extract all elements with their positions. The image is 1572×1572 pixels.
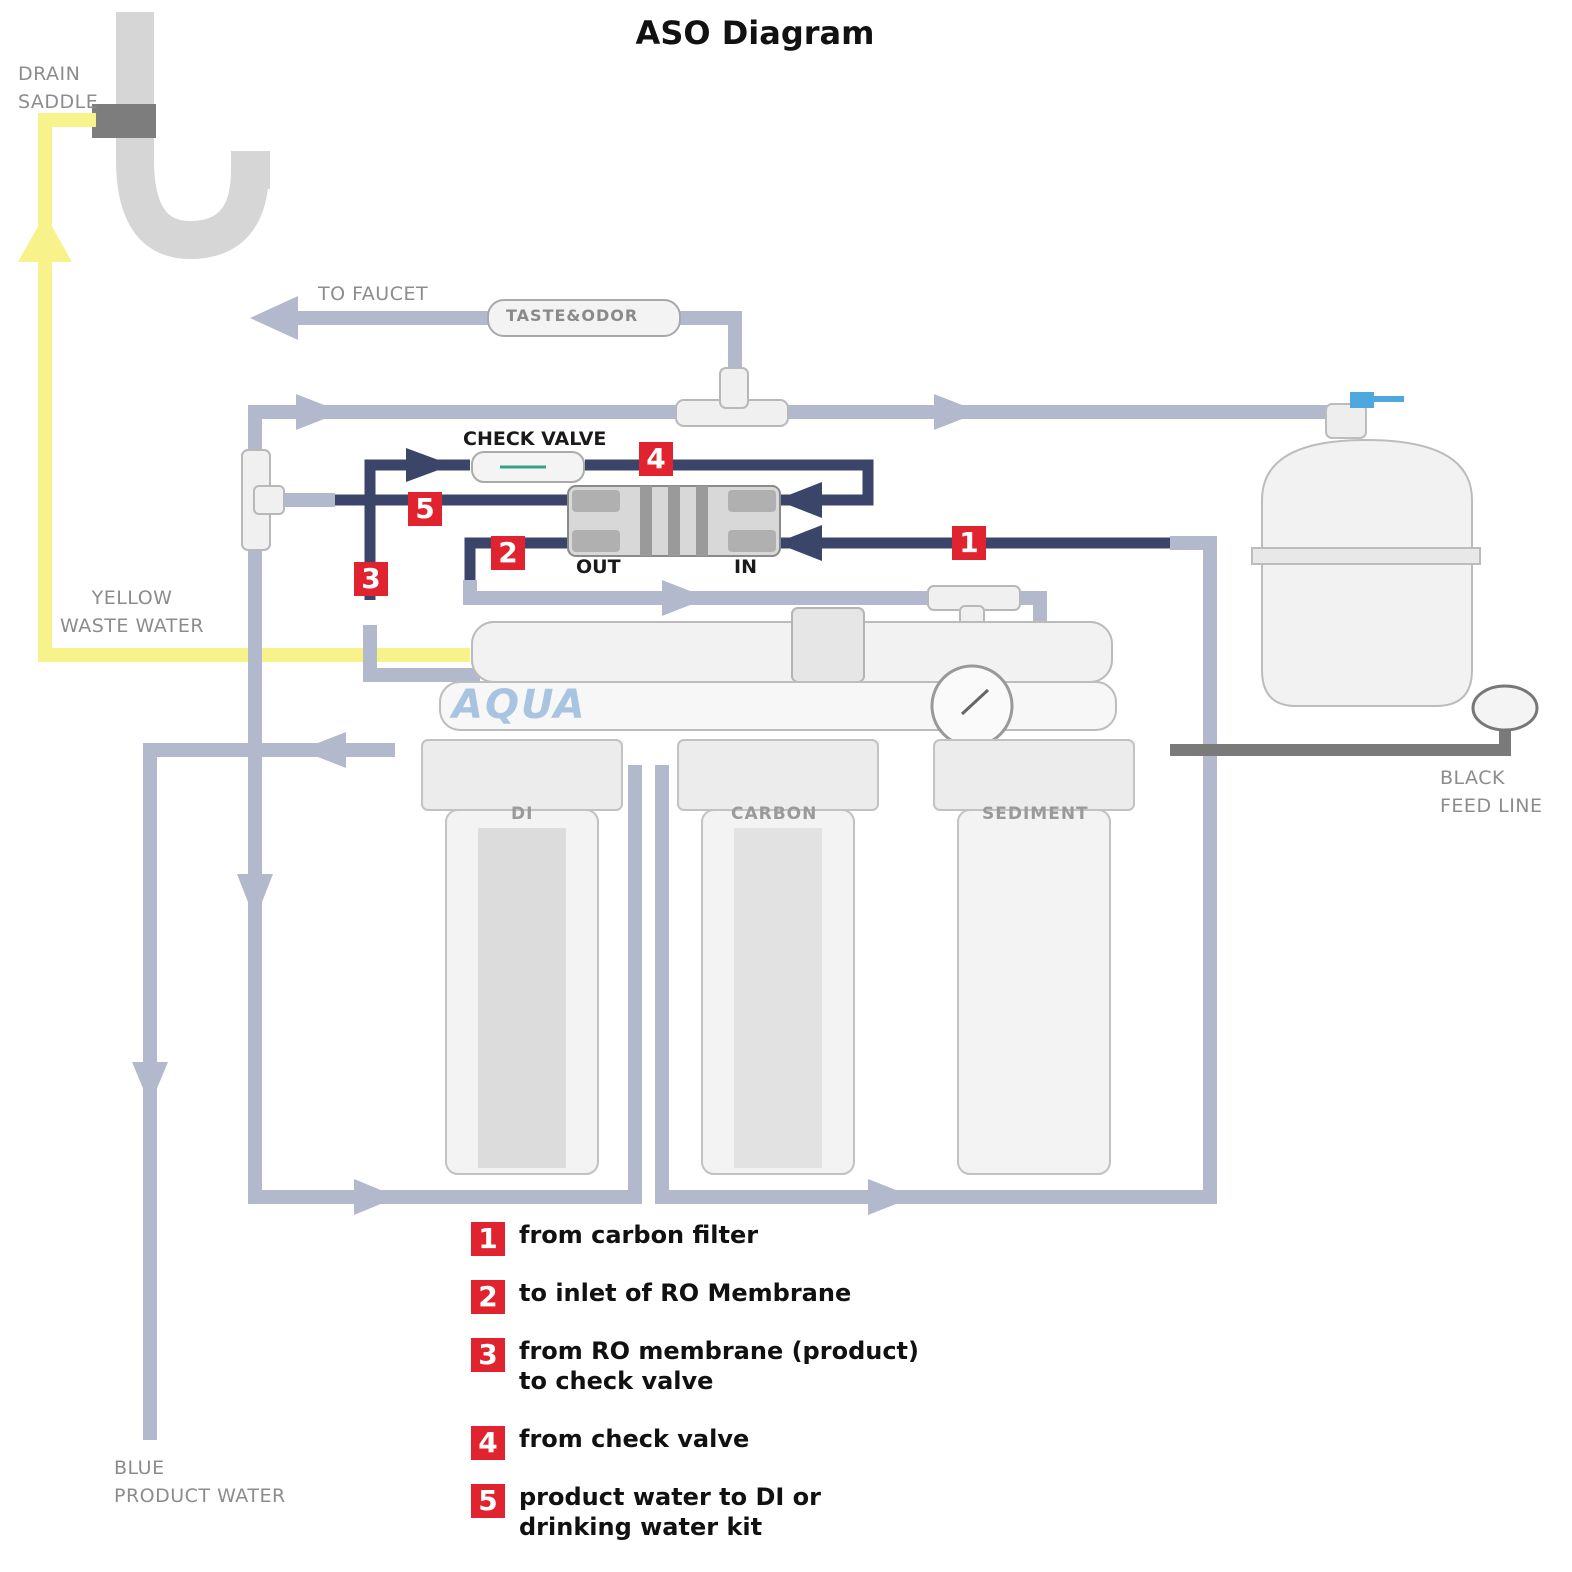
diagram-title: ASO Diagram [635,14,875,52]
check-valve-label: CHECK VALVE [463,428,607,450]
filter-canisters [421,739,1135,1175]
ro-manifold [567,485,781,557]
marker-4: 4 [639,442,673,476]
pressure-gauge [930,664,1014,748]
legend-badge: 4 [471,1426,505,1460]
flow-arrows [132,296,980,1215]
dark-arrows [406,448,822,561]
sediment-canister [933,739,1135,1175]
marker-3: 3 [354,562,388,596]
carbon-canister [677,739,879,1175]
aqua-brand-logo: AQUA [452,682,587,728]
to-faucet-label: TO FAUCET [318,283,429,305]
legend-text: from RO membrane (product) to check valv… [519,1337,919,1395]
blue-product-label: BLUE PRODUCT WATER [114,1457,286,1507]
marker-2: 2 [491,536,525,570]
di-canister [421,739,623,1175]
in-label: IN [734,556,757,578]
sediment-filter-label: SEDIMENT [982,804,1089,824]
legend-text: product water to DI or drinking water ki… [519,1483,821,1541]
drain-pipe [92,12,270,260]
taste-odor-filter [487,299,681,337]
legend-badge: 2 [471,1280,505,1314]
feed-saddle-valve [1471,684,1539,732]
drain-saddle-clamp [92,104,156,138]
carbon-filter-label: CARBON [731,804,818,824]
legend-text: to inlet of RO Membrane [519,1279,852,1307]
drain-saddle-label: DRAIN SADDLE [18,63,99,113]
storage-tank [1251,392,1481,707]
marker-1: 1 [952,526,986,560]
legend-text: from check valve [519,1425,750,1453]
di-filter-label: DI [511,804,534,824]
legend-badge: 3 [471,1338,505,1372]
check-valve [471,451,585,483]
legend-badge: 1 [471,1222,505,1256]
yellow-waste-label: YELLOW WASTE WATER [60,587,205,637]
legend-badge: 5 [471,1484,505,1518]
taste-odor-label: TASTE&ODOR [506,306,639,325]
black-feed-label: BLACK FEED LINE [1440,767,1543,817]
marker-5: 5 [408,492,442,526]
legend-text: from carbon filter [519,1221,759,1249]
out-label: OUT [576,556,621,578]
